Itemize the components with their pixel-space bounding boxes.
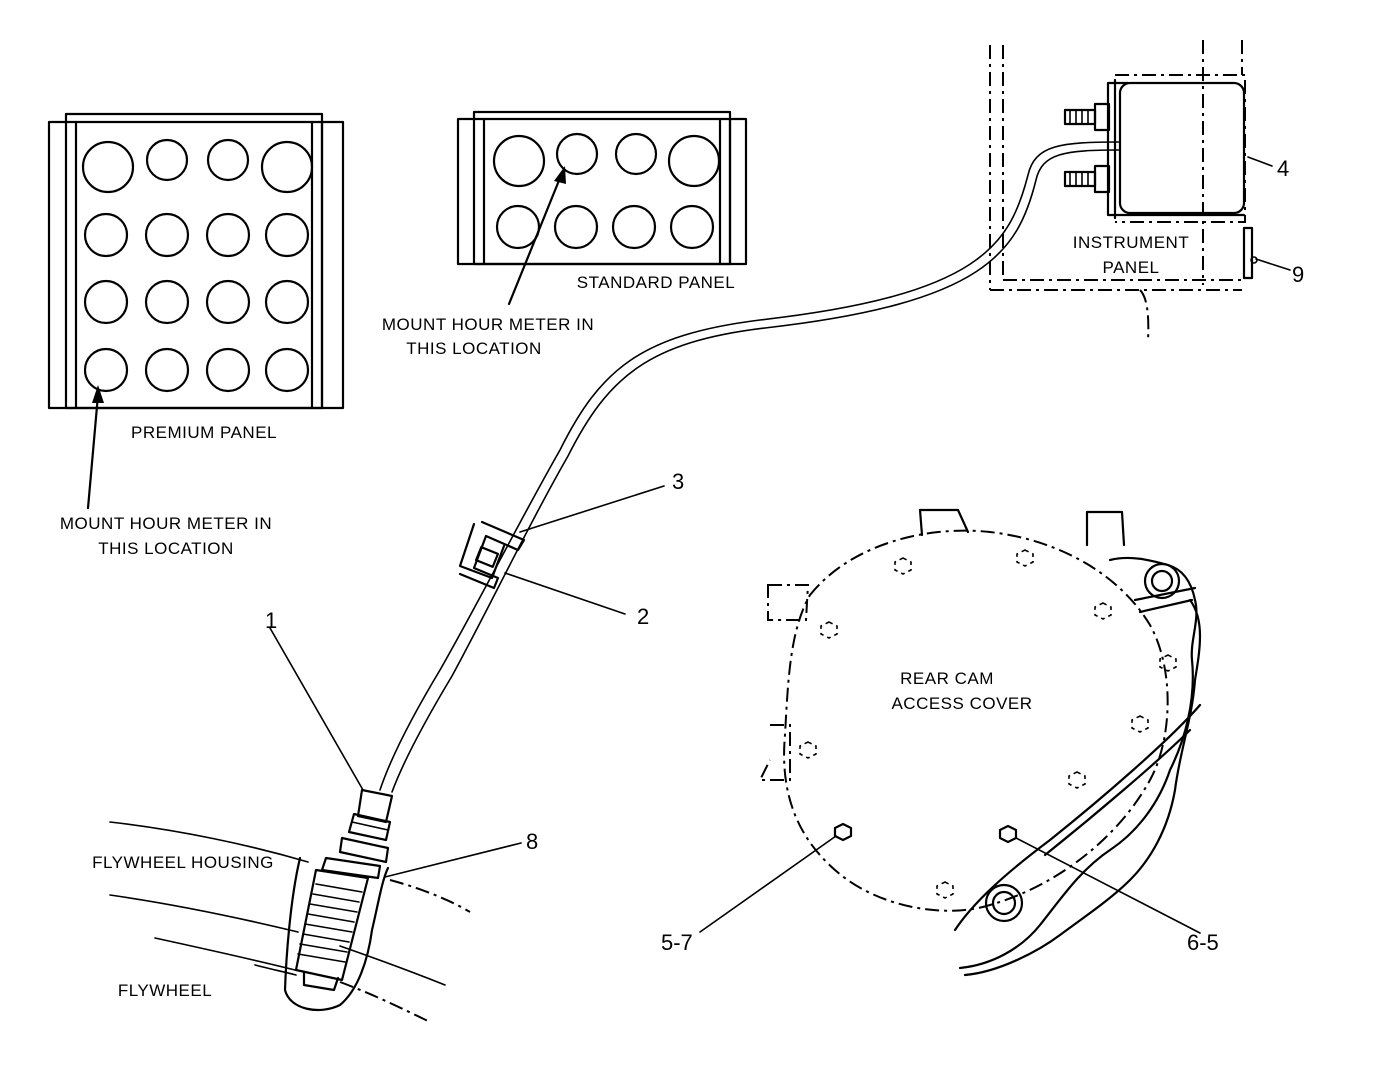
standard-arrow-head: [554, 166, 566, 184]
rear-cam-label-line2: ACCESS COVER: [891, 694, 1032, 713]
item-9-part: [1242, 226, 1254, 280]
premium-mount-note-line2: THIS LOCATION: [98, 539, 234, 558]
standard-mount-note-line2: THIS LOCATION: [406, 339, 542, 358]
premium-panel-gauges: [81, 138, 314, 393]
premium-panel: [47, 112, 345, 510]
rear-cam-access-cover: [758, 508, 1202, 977]
callout-8: 8: [526, 829, 538, 854]
standard-hour-meter-location: [555, 132, 599, 176]
bolt-6-5: [998, 824, 1018, 844]
instrument-panel-label-line2: PANEL: [1103, 258, 1160, 277]
hour-meter-studs: [1063, 102, 1111, 194]
instrument-panel-label-line1: INSTRUMENT: [1073, 233, 1189, 252]
premium-panel-label: PREMIUM PANEL: [131, 423, 277, 442]
premium-arrow-head: [92, 385, 104, 403]
callout-9: 9: [1292, 262, 1304, 287]
bolt-5-7: [833, 822, 853, 842]
premium-arrow-line: [86, 393, 100, 510]
cover-bolts: [799, 549, 1177, 899]
standard-arrow-line: [507, 176, 562, 306]
flywheel-housing-label: FLYWHEEL HOUSING: [92, 853, 274, 872]
callout-leaders: [269, 156, 1291, 934]
flywheel-label: FLYWHEEL: [118, 981, 212, 1000]
callout-3: 3: [672, 469, 684, 494]
flywheel-lines: [109, 821, 471, 1023]
premium-mount-note-line1: MOUNT HOUR METER IN: [60, 514, 272, 533]
callout-4: 4: [1277, 156, 1289, 181]
rear-cam-label-line1: REAR CAM: [900, 669, 994, 688]
callout-5-7: 5-7: [661, 930, 693, 955]
wire-clip: [458, 520, 526, 590]
standard-mount-note-line1: MOUNT HOUR METER IN: [382, 315, 594, 334]
hour-meter-body: [1118, 81, 1246, 215]
sender-wire: [379, 141, 1121, 793]
standard-panel: [456, 110, 748, 306]
sensor-threads: [297, 883, 363, 963]
callout-1: 1: [265, 608, 277, 633]
callout-2: 2: [637, 604, 649, 629]
callout-6-5: 6-5: [1187, 930, 1219, 955]
instrument-panel-assembly: [989, 40, 1258, 341]
standard-panel-label: STANDARD PANEL: [577, 273, 735, 292]
magnetic-pickup: [283, 788, 394, 1012]
premium-hour-meter-location: [83, 347, 129, 393]
